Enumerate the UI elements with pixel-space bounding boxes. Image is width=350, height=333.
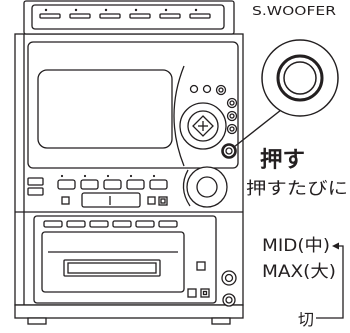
cassette-deck — [33, 215, 217, 304]
deck-button — [112, 220, 132, 228]
small-square-button — [61, 196, 70, 205]
function-button — [103, 179, 122, 190]
each-press-label: 押すたびに — [246, 179, 348, 199]
volume-knob-surround-arc — [182, 169, 191, 207]
deck-round-button-center — [225, 296, 233, 304]
top-button-dot — [164, 8, 168, 12]
push-label: 押す — [260, 147, 305, 173]
deck-square-button — [196, 261, 206, 271]
mode-mid-label: MID(中) — [262, 236, 330, 256]
top-button-dot — [74, 8, 78, 12]
volume-knob-inner — [196, 176, 218, 198]
panel-divider-arc — [173, 65, 185, 167]
double-ring-button-center — [229, 113, 235, 119]
deck-button — [135, 220, 155, 228]
top-panel — [23, 0, 235, 35]
top-button-dot — [134, 8, 138, 12]
left-foot — [27, 317, 47, 325]
s-woofer-callout — [233, 39, 339, 148]
mini-display-row — [61, 192, 168, 208]
volume-knob — [182, 166, 228, 208]
function-button-dot — [83, 174, 87, 178]
function-button-dot — [106, 174, 110, 178]
deck-square-button-center — [202, 290, 208, 296]
deck-button — [158, 220, 178, 228]
deck-round-button-center — [224, 273, 234, 283]
top-button — [129, 13, 151, 19]
cycle-arrowhead-icon — [332, 242, 339, 250]
top-panel-face — [31, 4, 225, 30]
top-button-dot — [194, 8, 198, 12]
top-button-dot — [44, 8, 48, 12]
mode-cycle-arrow — [316, 242, 344, 319]
top-button — [69, 13, 91, 19]
display-window — [37, 69, 173, 149]
deck-square-button — [187, 288, 197, 298]
callout-leader-line — [233, 109, 282, 148]
top-button-row — [39, 8, 211, 19]
function-button — [126, 179, 145, 190]
function-button — [57, 179, 76, 190]
function-button-dot — [152, 174, 156, 178]
mode-off-label: 切 — [298, 310, 314, 329]
small-square-button-center — [160, 198, 166, 204]
top-button-dot — [104, 8, 108, 12]
top-button — [99, 13, 121, 19]
double-ring-button-center — [229, 100, 235, 106]
top-button — [189, 13, 211, 19]
double-ring-button-center — [229, 126, 235, 132]
s-woofer-label: S.WOOFER — [252, 3, 336, 18]
small-round-button — [202, 84, 212, 94]
s-woofer-button-center — [225, 147, 233, 155]
jack-lower — [27, 187, 44, 196]
small-round-button — [189, 84, 199, 94]
stereo-unit — [14, 0, 244, 325]
top-button — [159, 13, 181, 19]
cycle-return-line — [316, 245, 344, 319]
zoom-button-center — [283, 61, 317, 95]
top-button — [39, 13, 61, 19]
mini-display — [81, 192, 141, 208]
tape-window-inner — [67, 262, 157, 274]
function-button-dot — [129, 174, 133, 178]
jack-upper — [27, 177, 44, 186]
function-button-dot — [60, 174, 64, 178]
function-button-row — [57, 174, 168, 190]
base-plinth — [14, 304, 244, 319]
function-button — [80, 179, 99, 190]
function-button — [149, 179, 168, 190]
right-foot — [211, 317, 231, 325]
headphone-jack — [27, 177, 44, 196]
jog-dial — [179, 102, 227, 150]
double-ring-button-center — [218, 87, 224, 93]
mode-max-label: MAX(大) — [262, 262, 336, 282]
small-square-button — [147, 196, 156, 205]
deck-button — [66, 220, 86, 228]
front-panel — [27, 41, 239, 169]
deck-button — [43, 220, 63, 228]
deck-button — [89, 220, 109, 228]
